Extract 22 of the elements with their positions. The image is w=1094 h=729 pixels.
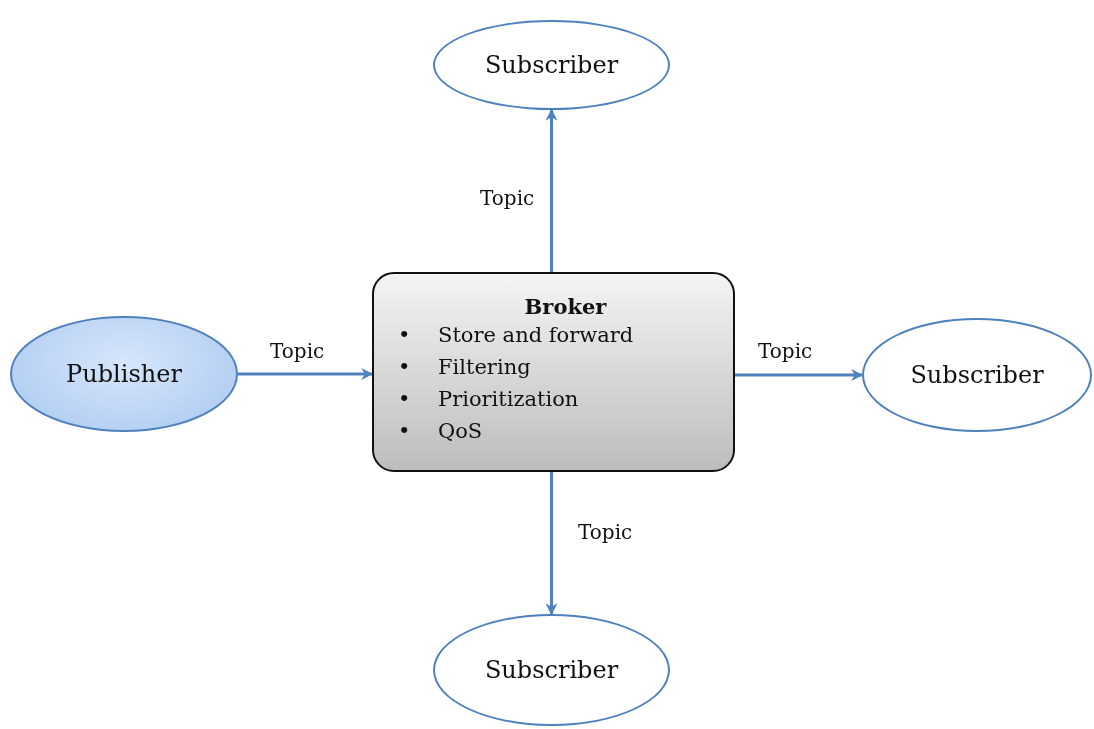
node-label: Subscriber bbox=[484, 656, 619, 684]
arrow bbox=[735, 369, 864, 381]
edge-label: Topic bbox=[578, 520, 633, 544]
arrow bbox=[545, 108, 558, 272]
node-label: Subscriber bbox=[484, 51, 619, 79]
bullet-mark: • bbox=[398, 322, 411, 349]
bullet-item: Store and forward bbox=[438, 322, 634, 349]
arrow bbox=[545, 472, 558, 616]
node-label: Publisher bbox=[66, 360, 182, 388]
node-label: Subscriber bbox=[910, 361, 1044, 389]
box-heading: Broker bbox=[523, 294, 608, 319]
edge-label: Topic bbox=[758, 339, 813, 363]
edge-label: Topic bbox=[480, 186, 535, 210]
bullet-mark: • bbox=[398, 386, 411, 413]
bullet-item: Prioritization bbox=[438, 386, 579, 413]
bullet-mark: • bbox=[398, 418, 411, 445]
arrow bbox=[238, 368, 374, 380]
bullet-item: QoS bbox=[438, 418, 483, 445]
broker-box bbox=[372, 272, 735, 472]
edge-label: Topic bbox=[270, 339, 325, 363]
bullet-item: Filtering bbox=[438, 354, 531, 381]
bullet-mark: • bbox=[398, 354, 411, 381]
